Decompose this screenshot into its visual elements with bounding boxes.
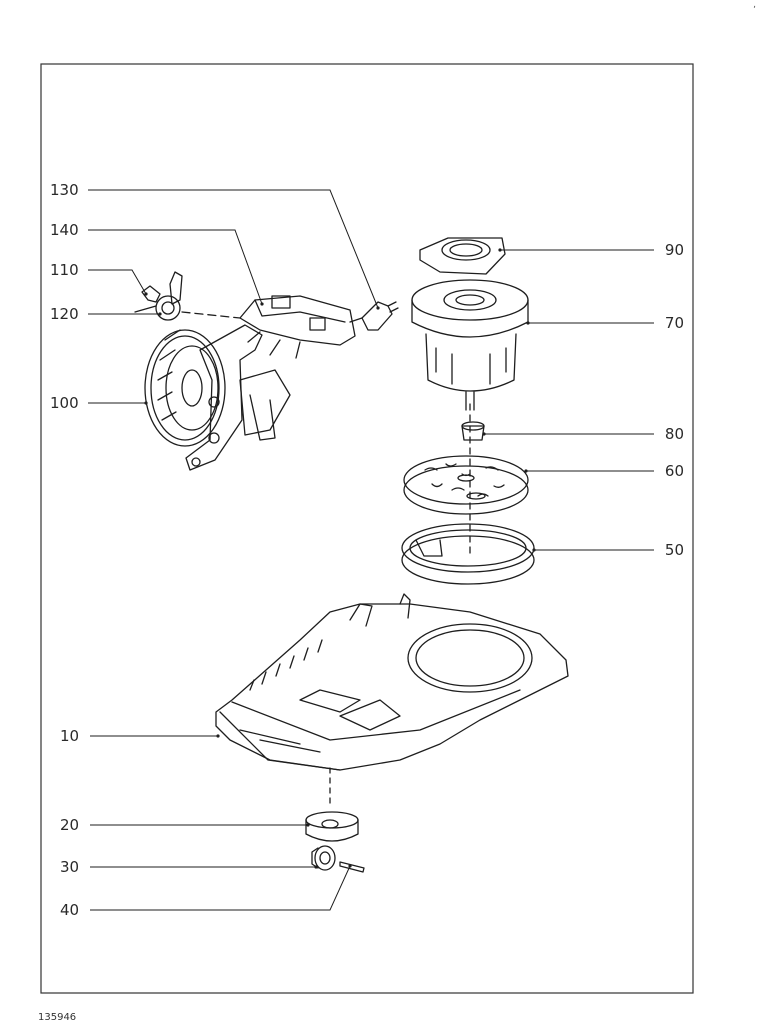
part-main-housing (215, 593, 569, 771)
corner-mark: , (753, 0, 756, 10)
part-motor (411, 279, 529, 411)
part-number-label-80: 80 (665, 425, 684, 443)
part-coupling (461, 421, 485, 441)
part-number-label-50: 50 (665, 541, 684, 559)
part-filter-ring (401, 523, 535, 585)
leader-dot-50 (532, 548, 536, 552)
part-number-label-120: 120 (50, 305, 79, 323)
part-number-label-30: 30 (60, 858, 79, 876)
leader-dot-120 (158, 312, 162, 316)
assembly-axis-reel (181, 311, 241, 319)
part-mains-plug (349, 301, 399, 331)
leader-dot-80 (482, 432, 486, 436)
leader-dot-20 (306, 823, 310, 827)
part-number-label-90: 90 (665, 241, 684, 259)
leader-dot-110 (144, 292, 148, 296)
part-number-label-110: 110 (50, 261, 79, 279)
leader-dot-130 (376, 306, 380, 310)
part-number-label-20: 20 (60, 816, 79, 834)
part-wheel-hub (305, 811, 359, 842)
leader-dot-10 (216, 734, 220, 738)
leader-dot-40 (348, 864, 352, 868)
part-wheel (311, 845, 336, 871)
document-number: 135946 (38, 1012, 77, 1023)
part-number-label-70: 70 (665, 314, 684, 332)
part-number-label-10: 10 (60, 727, 79, 745)
callout-labels: 130 140 110 120 100 90 70 80 60 50 10 20 30 40 (50, 181, 684, 919)
part-cable-clamp (134, 271, 183, 321)
leader-line-130 (88, 189, 379, 309)
part-number-label-60: 60 (665, 462, 684, 480)
part-axle (339, 861, 365, 873)
diagram-frame (40, 63, 694, 994)
part-number-label-40: 40 (60, 901, 79, 919)
callout-leaders (88, 189, 654, 911)
leader-line-140 (88, 229, 263, 305)
part-motor-filter (403, 455, 529, 515)
leader-dot-90 (498, 248, 502, 252)
part-cable-reel (144, 324, 291, 471)
leader-dot-60 (524, 469, 528, 473)
part-number-label-140: 140 (50, 221, 79, 239)
leader-line-110 (88, 269, 147, 295)
leader-dot-140 (260, 302, 264, 306)
part-number-label-100: 100 (50, 394, 79, 412)
part-motor-seal (419, 237, 506, 275)
part-number-label-130: 130 (50, 181, 79, 199)
part-switch-bracket (239, 295, 356, 359)
leader-dot-100 (144, 401, 148, 405)
leader-line-40 (90, 865, 351, 911)
leader-dot-70 (526, 321, 530, 325)
leader-dot-30 (314, 865, 318, 869)
